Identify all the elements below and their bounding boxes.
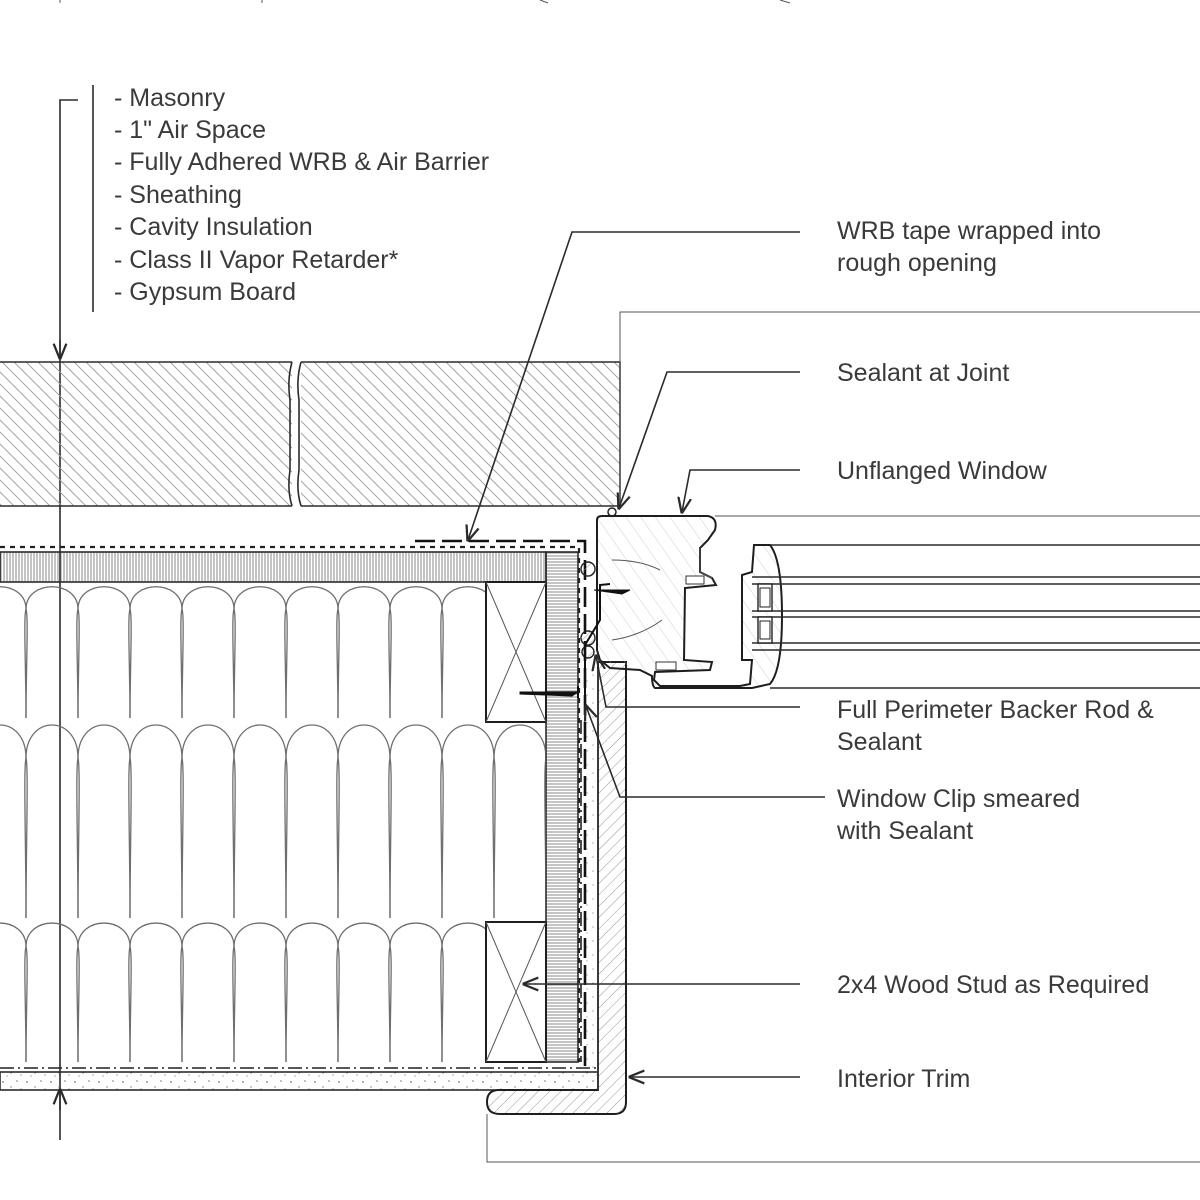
callout-window-clip-line2: with Sealant xyxy=(836,817,973,845)
assembly-item-gypsum-board: - Gypsum Board xyxy=(114,278,296,306)
vapor-retarder xyxy=(0,720,598,1069)
insulation-batt-loop xyxy=(180,724,236,919)
cropped-top-marks xyxy=(59,0,791,4)
insulation-batt-loop xyxy=(232,724,288,919)
callout-backer-rod-line1: Full Perimeter Backer Rod & xyxy=(837,696,1154,724)
callout-backer-rod-line2: Sealant xyxy=(837,728,922,756)
insulation-batt-loop xyxy=(232,922,288,1062)
assembly-item-air-space: - 1" Air Space xyxy=(114,116,266,144)
insulation-batt-loop xyxy=(128,922,184,1062)
insulation-batt-loop xyxy=(128,586,184,719)
masonry xyxy=(0,361,621,507)
insulation-batt-loop xyxy=(232,586,288,719)
wood-stud-lower xyxy=(485,921,547,1063)
insulation-batt-loop xyxy=(0,724,28,919)
insulation-batt-loop xyxy=(284,724,340,919)
callout-wood-stud: 2x4 Wood Stud as Required xyxy=(524,971,1149,999)
callout-wrb-tape-line2: rough opening xyxy=(837,249,997,277)
insulation-batt-loop xyxy=(180,586,236,719)
callout-unflanged-window-label: Unflanged Window xyxy=(837,457,1048,485)
callout-backer-rod: Full Perimeter Backer Rod & Sealant xyxy=(596,656,1154,756)
assembly-item-wrb: - Fully Adhered WRB & Air Barrier xyxy=(114,148,489,176)
insulation-batt-loop xyxy=(336,586,392,719)
callout-unflanged-window: Unflanged Window xyxy=(682,457,1048,512)
insulation-batt-loop xyxy=(336,724,392,919)
insulation-batt-loop xyxy=(76,922,132,1062)
insulation-batt-loop xyxy=(336,922,392,1062)
rough-opening-outline xyxy=(486,311,1200,1163)
assembly-item-cavity-insulation: - Cavity Insulation xyxy=(114,213,313,241)
window-frame xyxy=(596,515,784,689)
insulation-batt-loop xyxy=(0,922,28,1062)
callout-window-clip-line1: Window Clip smeared xyxy=(837,785,1080,813)
assembly-item-vapor-retarder: - Class II Vapor Retarder* xyxy=(114,246,399,274)
insulation-batt-loop xyxy=(24,922,80,1062)
callout-sealant-joint-label: Sealant at Joint xyxy=(837,359,1009,387)
insulation-batt-loop xyxy=(24,586,80,719)
insulation-batt-loop xyxy=(76,724,132,919)
insulation-batt-loop xyxy=(284,586,340,719)
insulation-batt-loop xyxy=(180,922,236,1062)
callout-wood-stud-label: 2x4 Wood Stud as Required xyxy=(837,971,1149,999)
insulation-batt-loop xyxy=(388,724,444,919)
insulation-batt-loop xyxy=(492,724,545,919)
glazing-unit xyxy=(752,544,1200,689)
wood-stud-upper xyxy=(485,581,547,723)
callout-sealant-joint: Sealant at Joint xyxy=(619,359,1009,508)
insulation-batt-loop xyxy=(388,586,444,719)
insulation-batt-loop xyxy=(388,922,444,1062)
assembly-leader xyxy=(60,99,78,1140)
assembly-list: - Masonry - 1" Air Space - Fully Adhered… xyxy=(92,84,489,312)
callout-wrb-tape: WRB tape wrapped into rough opening xyxy=(468,217,1101,540)
assembly-item-masonry: - Masonry xyxy=(114,84,226,112)
window-clip xyxy=(519,583,631,700)
gypsum-board xyxy=(0,670,599,1091)
callout-interior-trim: Interior Trim xyxy=(630,1065,970,1093)
callout-interior-trim-label: Interior Trim xyxy=(837,1065,970,1093)
insulation-batt-loop xyxy=(440,724,496,919)
backer-rod-sealant xyxy=(580,561,596,659)
insulation-batt-loop xyxy=(76,586,132,719)
insulation-batt-loop xyxy=(284,922,340,1062)
sheathing xyxy=(0,551,579,1063)
insulation-batt-loop xyxy=(128,724,184,919)
joint-sealant-bead xyxy=(607,507,617,517)
callout-wrb-tape-line1: WRB tape wrapped into xyxy=(837,217,1101,245)
insulation-batt-loop xyxy=(0,586,28,719)
insulation-batt-loop xyxy=(24,724,80,919)
assembly-item-sheathing: - Sheathing xyxy=(114,181,242,209)
callout-window-clip: Window Clip smeared with Sealant xyxy=(586,706,1080,845)
